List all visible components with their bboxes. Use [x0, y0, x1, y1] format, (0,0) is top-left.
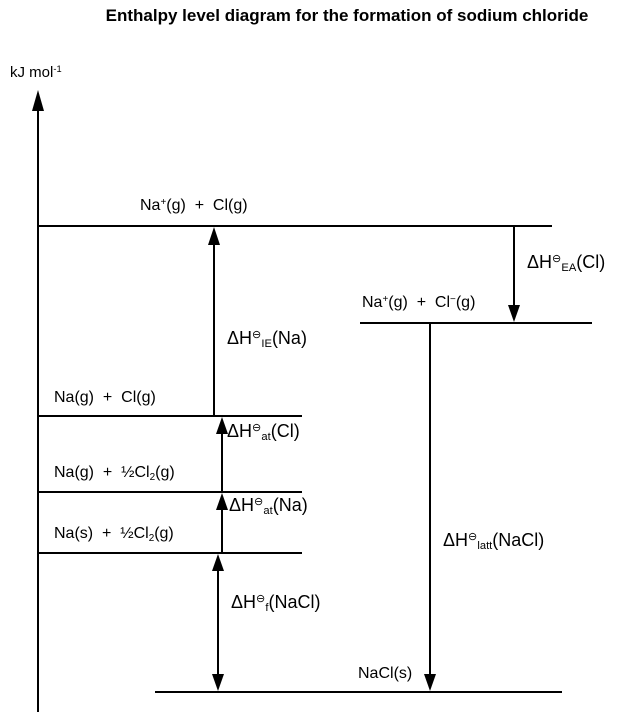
level-label-na-solid-cl2: Na(s) + ½Cl2(g): [54, 525, 174, 544]
enthalpy-label-at-cl: ΔH⊖at(Cl): [227, 421, 300, 444]
level-label-na-cl-atoms: Na(g) + Cl(g): [54, 389, 156, 406]
enthalpy-label-ea: ΔH⊖EA(Cl): [527, 252, 606, 275]
y-axis-unit-label: kJ mol-1: [10, 63, 62, 81]
enthalpy-label-ie: ΔH⊖IE(Na): [227, 328, 307, 351]
arrow-at-cl-head-up: [216, 417, 228, 434]
level-label-na-ion-cl-atom: Na+(g) + Cl(g): [140, 196, 248, 214]
enthalpy-label-at-na: ΔH⊖at(Na): [229, 495, 308, 518]
arrow-latt-head-down: [424, 674, 436, 691]
enthalpy-label-f: ΔH⊖f(NaCl): [231, 592, 321, 615]
level-label-nacl-solid: NaCl(s): [358, 665, 413, 682]
diagram-title: Enthalpy level diagram for the formation…: [105, 6, 589, 25]
arrow-ie-head-up: [208, 227, 220, 245]
y-axis-arrowhead: [32, 90, 44, 111]
enthalpy-label-latt: ΔH⊖latt(NaCl): [443, 530, 545, 553]
arrow-ea-head-down: [508, 305, 520, 322]
arrow-at-na-head-up: [216, 493, 228, 510]
level-label-na-gas-cl2: Na(g) + ½Cl2(g): [54, 464, 175, 483]
arrow-f-head-down: [212, 674, 224, 691]
arrow-f-head-up: [212, 554, 224, 571]
level-label-na-ion-cl-ion: Na+(g) + Cl−(g): [362, 293, 476, 311]
